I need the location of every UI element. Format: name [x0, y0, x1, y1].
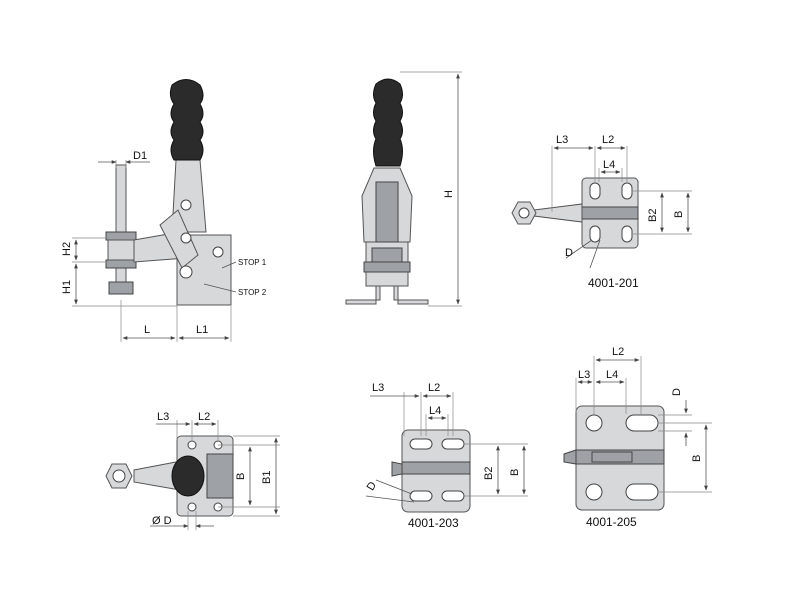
tb-label-l2: L2: [198, 411, 210, 423]
tb-web: [206, 453, 234, 499]
v201-label-d: D: [565, 247, 573, 259]
v201-label-l2: L2: [602, 134, 614, 146]
v201-slot-1: [589, 182, 601, 200]
v203-label-d: D: [365, 480, 379, 493]
linkage: [159, 209, 199, 269]
v203-label-b2: B2: [483, 467, 495, 480]
spindle-nut-bottom: [105, 259, 137, 269]
label-h1: H1: [61, 280, 73, 294]
front-rubber-grip: [373, 78, 403, 167]
v201-caption: 4001-201: [588, 276, 639, 290]
label-l: L: [144, 324, 150, 336]
tb-label-b: B: [235, 473, 247, 480]
v201-slot-4: [621, 225, 633, 243]
v203-label-l2: L2: [428, 382, 440, 394]
label-h: H: [443, 190, 455, 198]
v201-label-l4: L4: [603, 159, 615, 171]
tb-label-l3: L3: [157, 411, 169, 423]
pressure-pad: [108, 281, 134, 295]
spindle-nut-top: [105, 231, 137, 241]
v201-label-l3: L3: [556, 134, 568, 146]
v201-label-b2: B2: [647, 209, 659, 222]
variant-203: L3 L2 L4 B2 B D 4001-203: [365, 382, 528, 530]
front-link: [371, 247, 403, 263]
front-handle-core: [375, 181, 399, 243]
v201-slot-3: [589, 225, 601, 243]
tb-label-d: Ø D: [152, 515, 172, 527]
pivot-pin-base: [212, 246, 224, 258]
pivot-pin-lower: [179, 265, 193, 279]
spindle: [115, 164, 127, 291]
pivot-pin-handle: [180, 199, 192, 211]
side-view: D1 H2 H1 L L1 STOP 1 STOP 2: [61, 79, 267, 342]
tb-label-b1: B1: [261, 471, 273, 484]
front-view: H: [345, 71, 462, 307]
v201-web: [581, 206, 639, 220]
v205-label-l2: L2: [612, 346, 624, 358]
label-l1: L1: [196, 324, 208, 336]
v203-label-l3: L3: [372, 382, 384, 394]
v203-caption: 4001-203: [408, 516, 459, 530]
v203-web: [401, 461, 471, 475]
foot-right: [393, 283, 429, 305]
pivot-pin-upper: [180, 232, 192, 244]
label-stop1: STOP 1: [238, 258, 267, 267]
label-d1: D1: [133, 150, 147, 162]
variant-205: L2 L3 L4 D B 4001-205: [563, 346, 712, 529]
v205-label-l3: L3: [578, 369, 590, 381]
tb-grip: [171, 455, 205, 497]
v201-label-b: B: [673, 211, 685, 218]
v203-label-l4: L4: [429, 405, 441, 417]
foot-left: [345, 283, 381, 305]
v205-label-d: D: [671, 388, 683, 396]
variant-201: L3 L2 L4 B2 B D 4001-201: [511, 134, 692, 290]
rubber-grip: [169, 79, 204, 161]
v205-caption: 4001-205: [586, 515, 637, 529]
v201-slot-2: [621, 182, 633, 200]
spindle-holder: [107, 239, 135, 261]
v203-label-b: B: [509, 469, 521, 476]
label-stop2: STOP 2: [238, 288, 267, 297]
v201-arm: [533, 203, 583, 223]
v205-label-b: B: [691, 455, 703, 462]
front-axle: [363, 261, 411, 273]
label-h2: H2: [61, 242, 73, 256]
top-base-view: L3 L2 B B1 Ø D: [105, 411, 280, 530]
v205-label-l4: L4: [606, 369, 618, 381]
